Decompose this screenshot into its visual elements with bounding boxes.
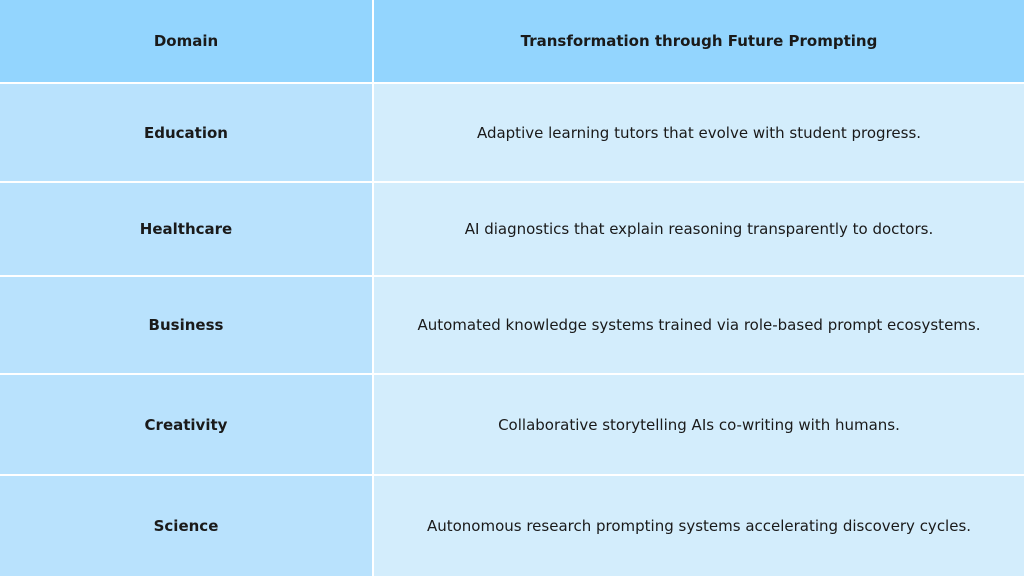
row-transformation: AI diagnostics that explain reasoning tr… — [374, 183, 1024, 275]
row-domain: Creativity — [0, 375, 372, 474]
row-domain: Business — [0, 277, 372, 373]
row-transformation: Collaborative storytelling AIs co-writin… — [374, 375, 1024, 474]
row-transformation: Automated knowledge systems trained via … — [374, 277, 1024, 373]
header-domain: Domain — [0, 0, 372, 82]
row-transformation: Adaptive learning tutors that evolve wit… — [374, 84, 1024, 181]
row-domain: Healthcare — [0, 183, 372, 275]
row-domain: Science — [0, 476, 372, 576]
row-domain: Education — [0, 84, 372, 181]
row-transformation: Autonomous research prompting systems ac… — [374, 476, 1024, 576]
header-transformation: Transformation through Future Prompting — [374, 0, 1024, 82]
